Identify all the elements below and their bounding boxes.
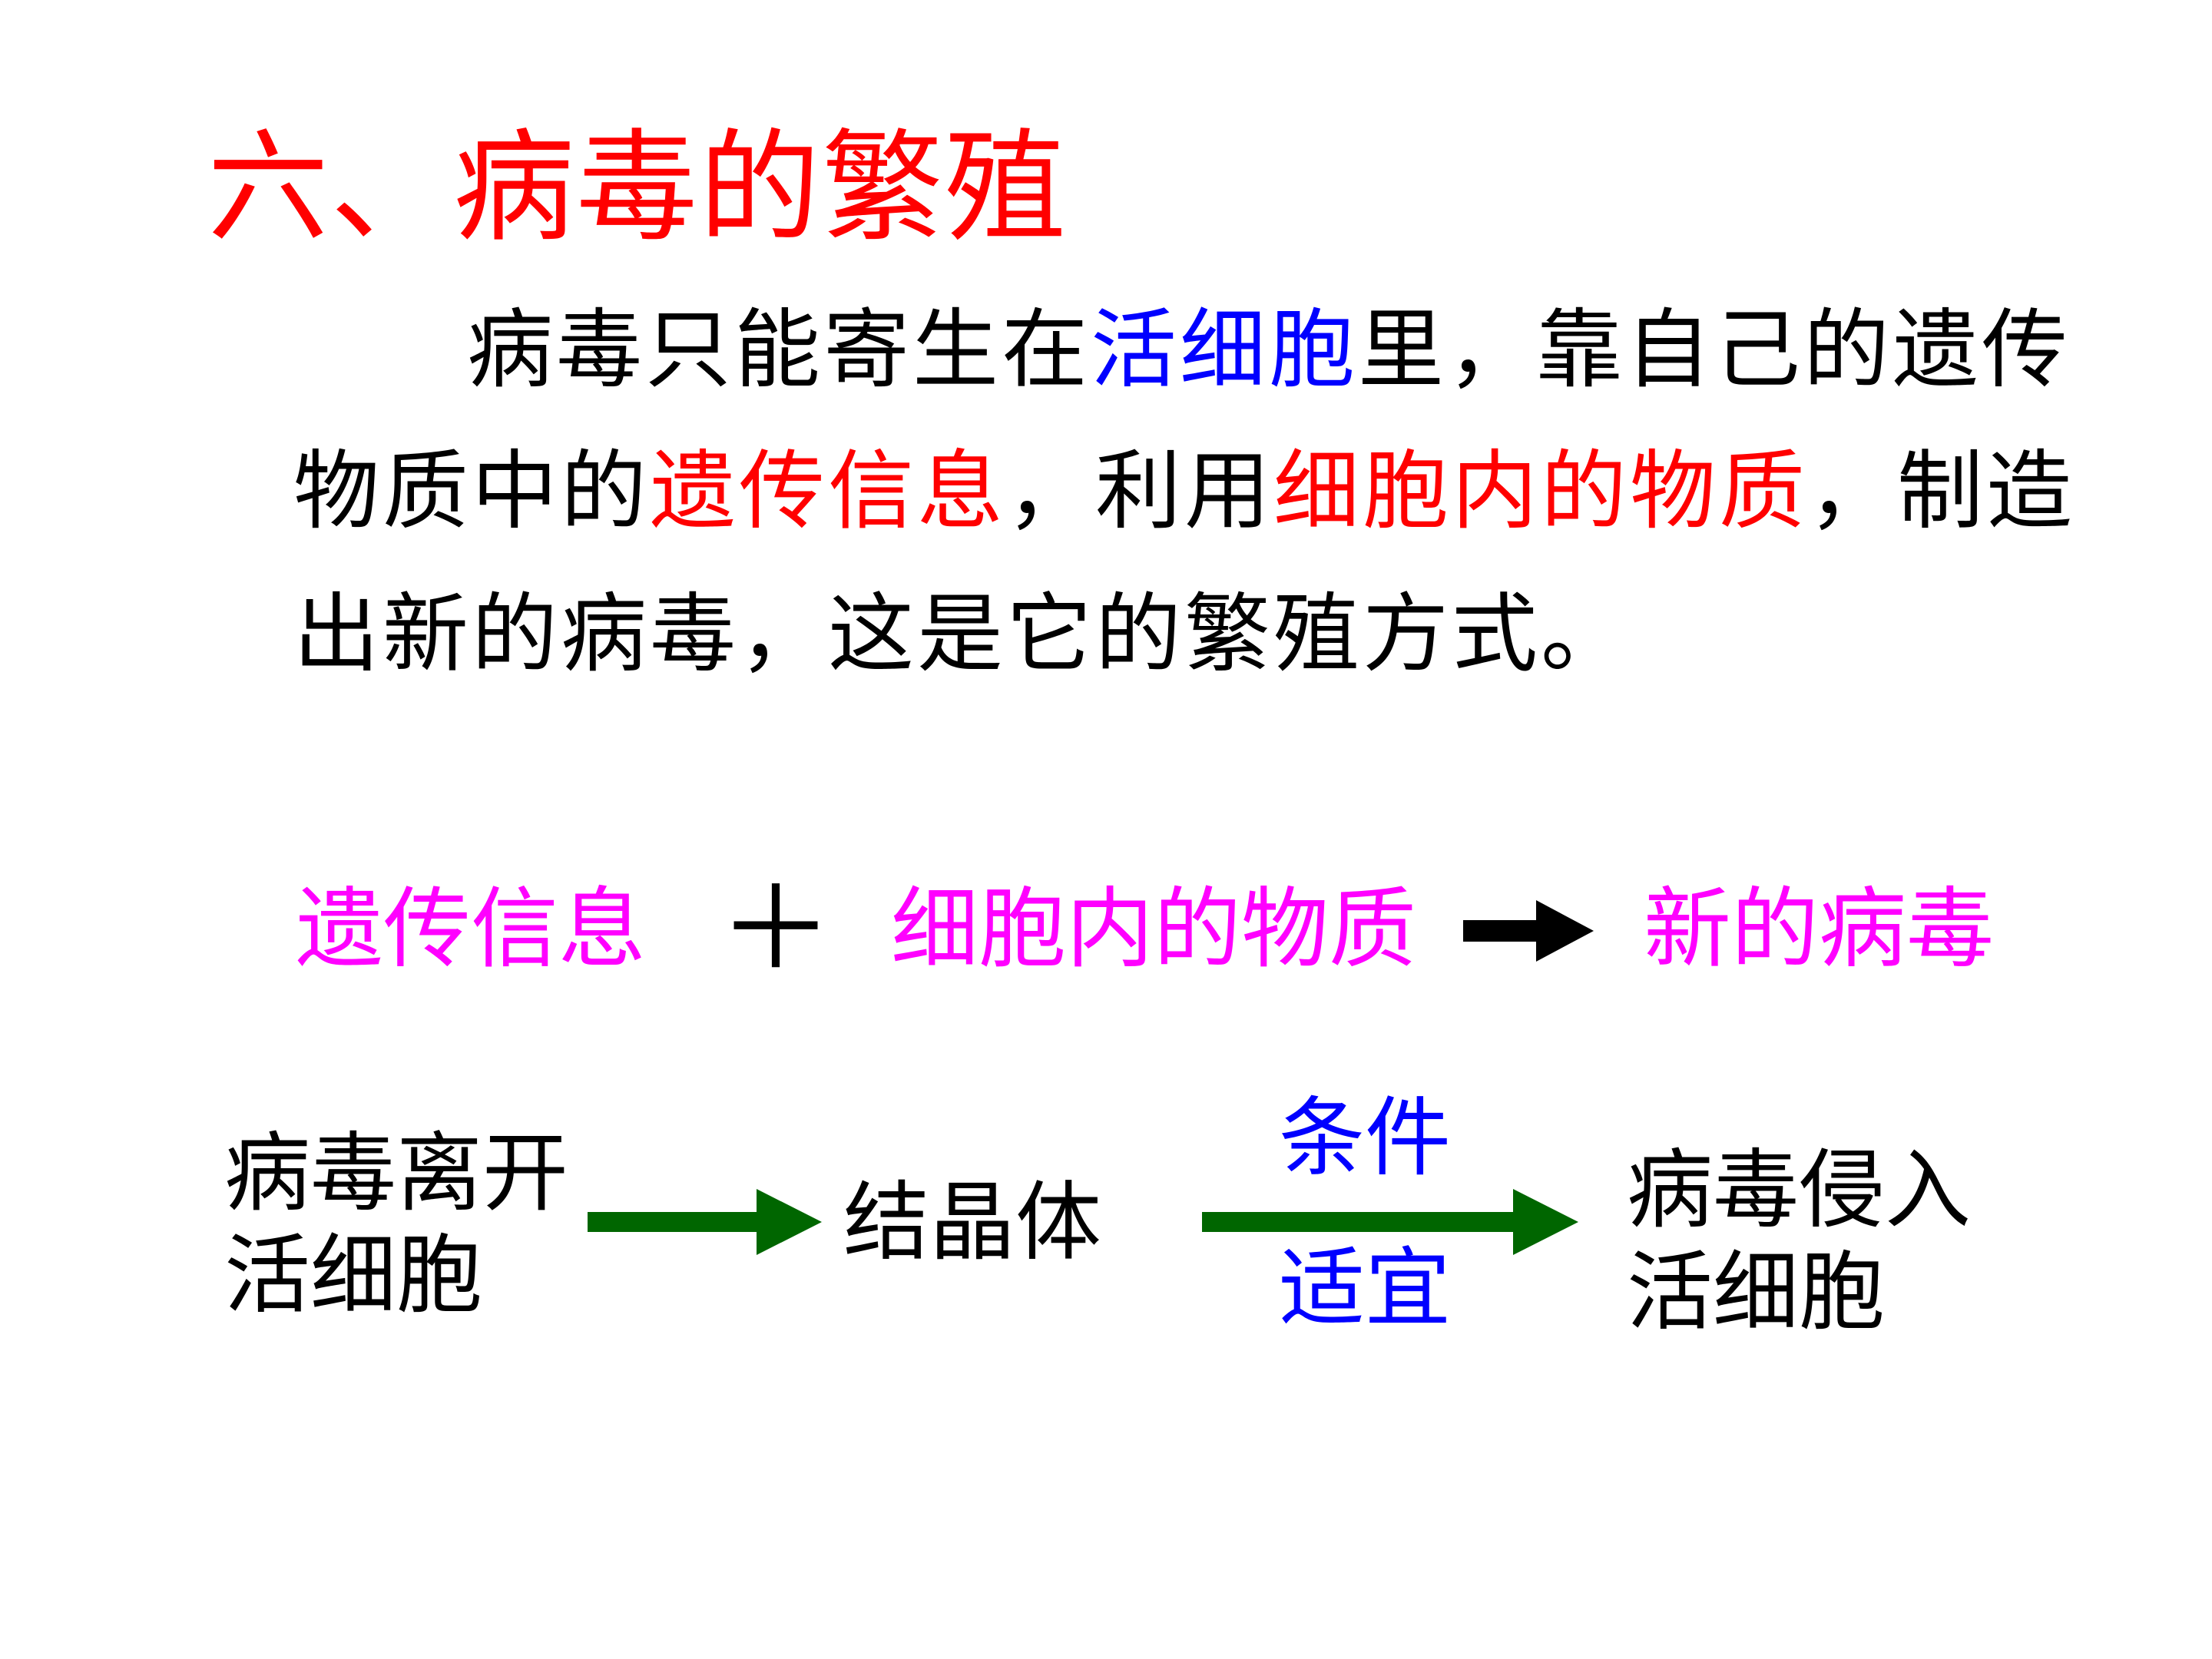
paragraph-text: 里，靠自己的遗传	[1358, 300, 2071, 400]
equation-cell-material: 细胞内的物质	[891, 878, 1417, 980]
paragraph-text: ，制造	[1808, 442, 2075, 541]
flow-start-line-2: 活细胞	[224, 1226, 482, 1326]
paragraph-text: 出新的病毒，这是它的繁殖方式。	[293, 584, 1630, 684]
flow-start-line-1: 病毒离开	[224, 1124, 568, 1224]
flow-condition-top: 条件	[1279, 1088, 1451, 1188]
right-arrow-icon	[1202, 1189, 1578, 1255]
equation-genetic-info: 遗传信息	[296, 878, 647, 980]
slide-title: 六、病毒的繁殖	[207, 118, 1068, 259]
paragraph-text: 病毒只能寄生在	[467, 300, 1091, 400]
paragraph-text: 物质中的	[293, 442, 650, 541]
paragraph-text: ，利用	[1006, 442, 1273, 541]
flow-crystal: 结晶体	[843, 1173, 1101, 1273]
highlight-genetic-info: 遗传信息	[650, 442, 1006, 541]
equation-plus: ＋	[718, 863, 834, 996]
right-arrow-icon	[588, 1189, 822, 1255]
right-arrow-icon	[1463, 900, 1594, 962]
paragraph-line-1: 病毒只能寄生在活细胞里，靠自己的遗传	[467, 296, 2071, 404]
highlight-cell-material: 细胞内的物质	[1273, 442, 1808, 541]
highlight-living-cell: 活细胞	[1091, 300, 1358, 400]
flow-condition-bottom: 适宜	[1279, 1239, 1451, 1339]
paragraph-line-2: 物质中的遗传信息，利用细胞内的物质，制造	[293, 438, 2075, 545]
paragraph-line-3: 出新的病毒，这是它的繁殖方式。	[293, 581, 1630, 688]
flow-end-line-1: 病毒侵入	[1627, 1141, 1971, 1240]
equation-new-virus: 新的病毒	[1644, 878, 1995, 980]
flow-end-line-2: 活细胞	[1627, 1243, 1885, 1343]
